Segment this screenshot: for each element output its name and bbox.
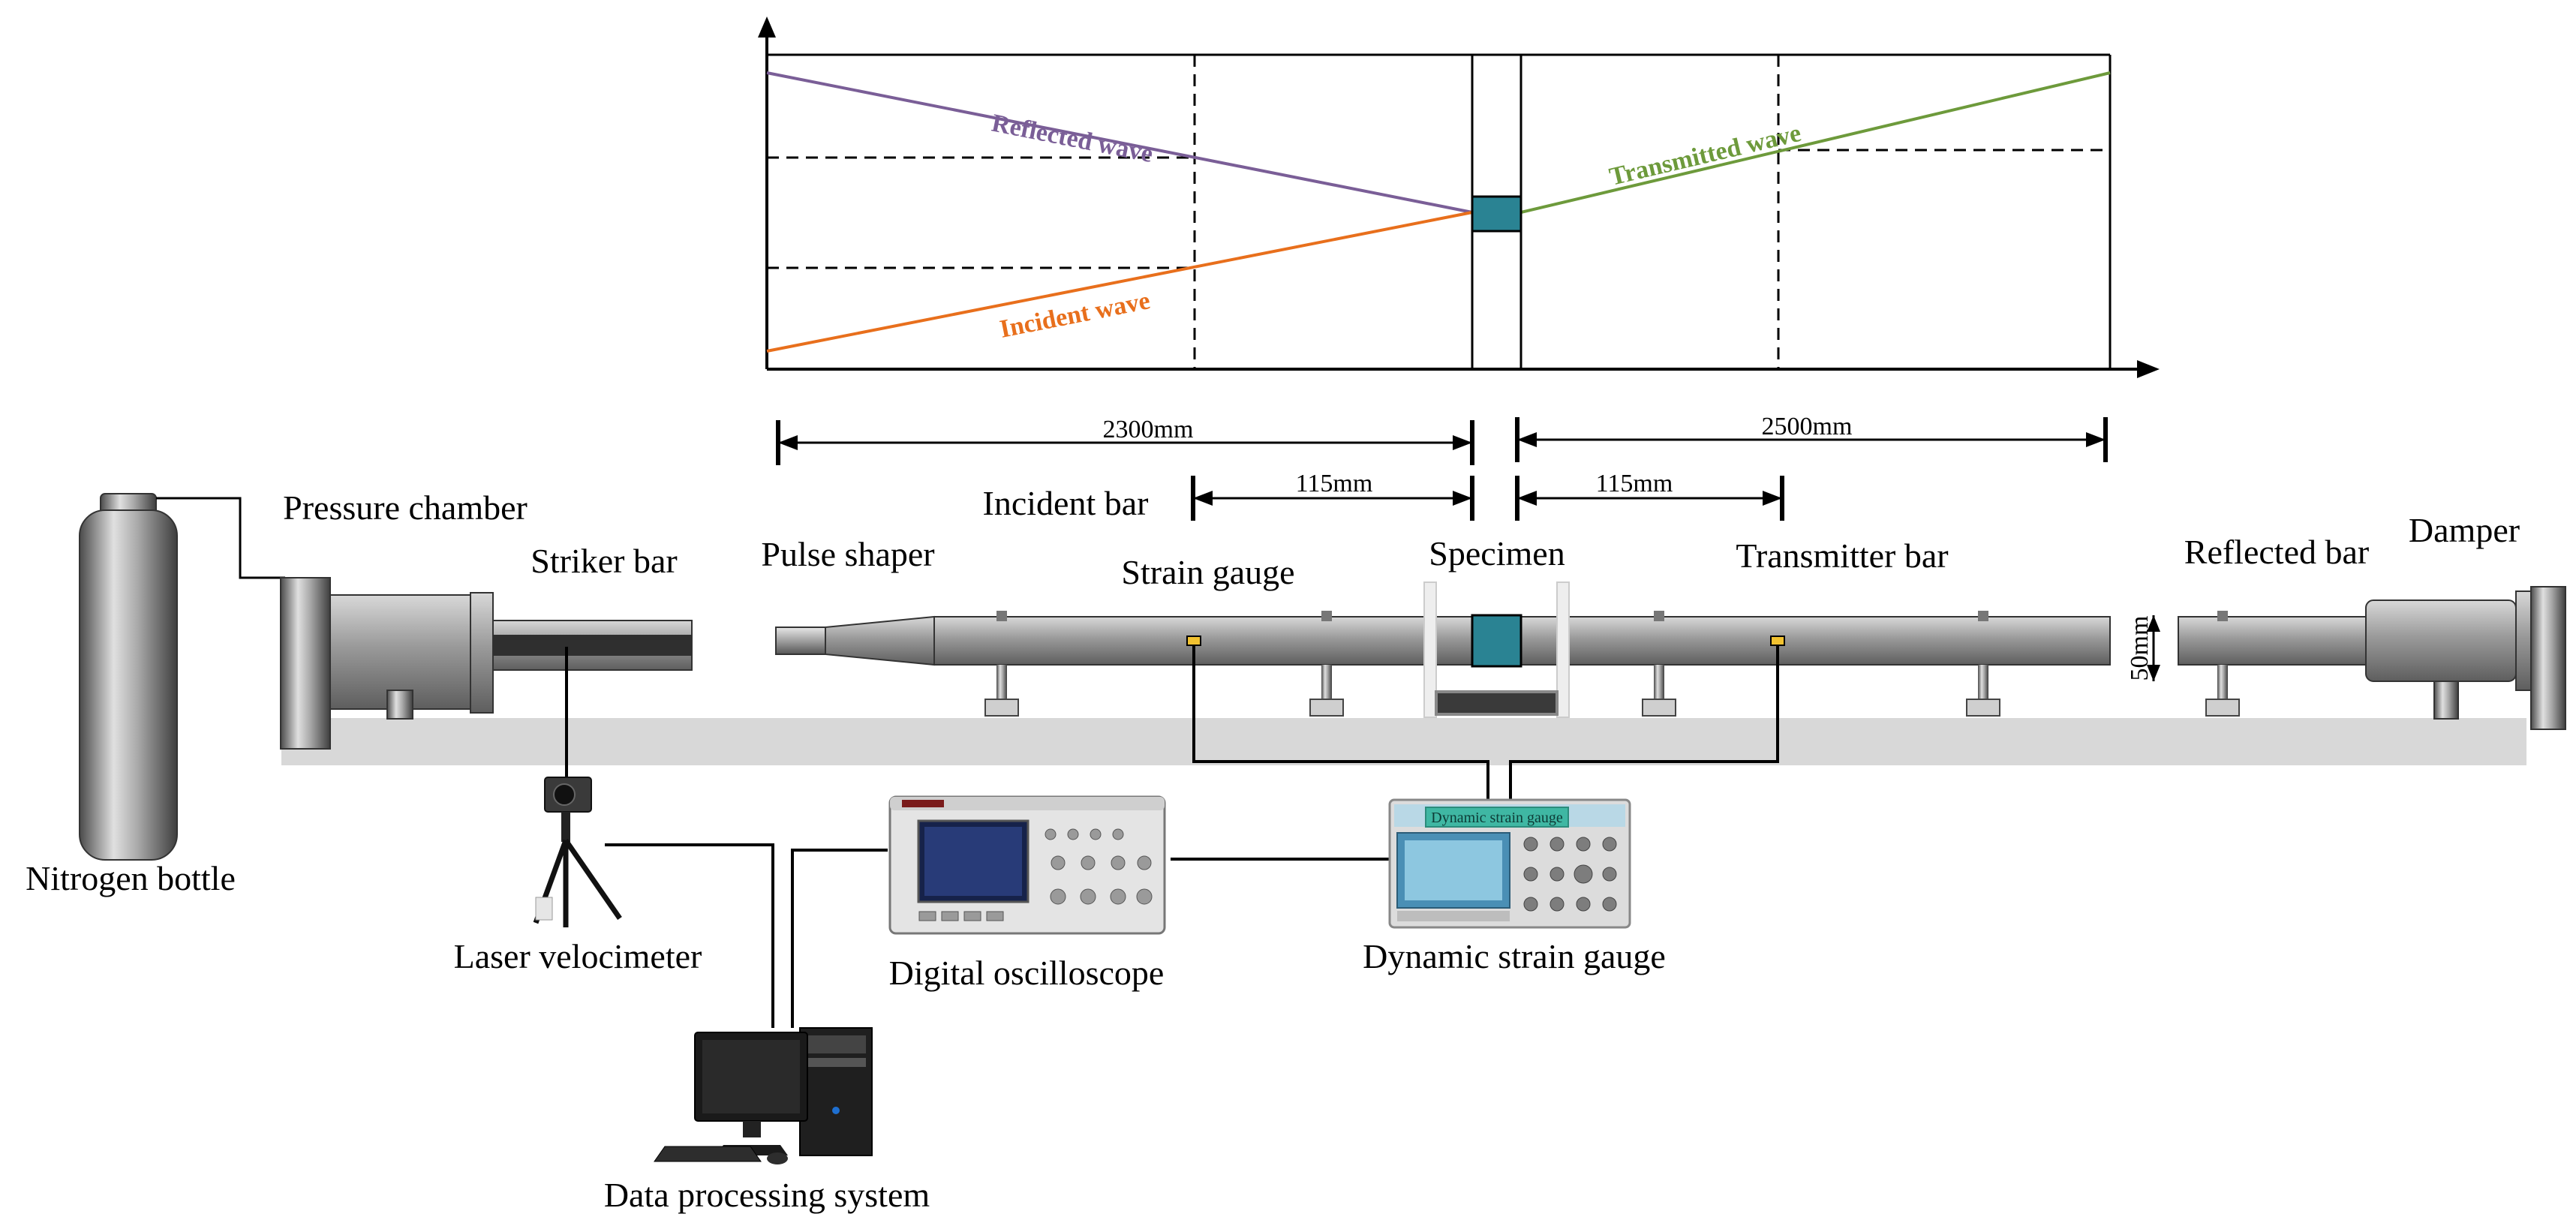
signal-wires	[565, 645, 1779, 1028]
dim-gauge-offset-incident-label: 115mm	[1296, 470, 1373, 497]
x-axis-arrowhead	[2137, 360, 2160, 378]
nitrogen-bottle: Nitrogen bottle	[26, 493, 236, 897]
digital-oscilloscope: Digital oscilloscope	[888, 795, 1166, 992]
damper-label: Damper	[2409, 511, 2520, 549]
wire-velocimeter-computer	[605, 843, 774, 1028]
incident-bar: Incident bar	[933, 484, 1473, 666]
reflected-bar: Reflected bar	[2178, 533, 2369, 666]
support	[1966, 611, 2000, 717]
support	[1642, 611, 1676, 717]
specimen-marker	[1471, 195, 1522, 233]
digital-oscilloscope-label: Digital oscilloscope	[889, 954, 1165, 992]
striker-bar-label: Striker bar	[531, 542, 677, 580]
dim-incident-length-label: 2300mm	[1103, 416, 1194, 443]
wire-oscilloscope-computer	[791, 849, 888, 1028]
strain-gauge-transmitter	[1770, 636, 1785, 646]
y-axis-arrowhead	[758, 17, 776, 38]
pulse-shaper: Pulse shaper	[761, 535, 935, 666]
specimen-label: Specimen	[1429, 534, 1565, 572]
bar-supports	[984, 611, 2240, 717]
base-platform	[281, 718, 2526, 765]
data-processing-system: Data processing system	[604, 1027, 930, 1214]
dsg-screen-label: Dynamic strain gauge	[1431, 810, 1563, 826]
transmitter-bar: Transmitter bar	[1520, 536, 2111, 666]
reflected-wave-label: Reflected wave	[989, 110, 1155, 169]
damper: Damper	[2365, 511, 2566, 730]
incident-wave-line	[766, 211, 1473, 353]
dim-transmitter-length-label: 2500mm	[1762, 413, 1853, 440]
laser-velocimeter-label: Laser velocimeter	[454, 937, 702, 975]
dynamic-strain-gauge-label: Dynamic strain gauge	[1363, 937, 1666, 975]
incident-bar-label: Incident bar	[983, 484, 1149, 522]
dim-bar-diameter-label: 50mm	[2126, 616, 2154, 681]
reflected-bar-label: Reflected bar	[2184, 533, 2369, 571]
laser-velocimeter: Laser velocimeter	[454, 777, 702, 975]
pressure-chamber-label: Pressure chamber	[283, 488, 528, 527]
wave-propagation-diagram: Reflected wave Incident wave Transmitted…	[758, 17, 2160, 378]
support	[2205, 611, 2240, 717]
nitrogen-bottle-label: Nitrogen bottle	[26, 859, 236, 897]
wire-incident-gauge	[1192, 645, 1489, 800]
striker-bar: Striker bar	[492, 542, 693, 671]
dynamic-strain-gauge: Dynamic strain gauge Dynamic strain gaug…	[1363, 798, 1666, 975]
strain-gauge-label: Strain gauge	[1121, 553, 1294, 591]
wire-transmitter-gauge	[1509, 645, 1779, 800]
reflected-wave-line	[766, 71, 1473, 214]
support	[1309, 611, 1344, 717]
incident-wave-label: Incident wave	[997, 287, 1152, 344]
pressure-chamber: Pressure chamber	[280, 488, 528, 750]
transmitter-bar-label: Transmitter bar	[1736, 536, 1948, 575]
transmitted-wave-label: Transmitted wave	[1607, 119, 1803, 191]
support	[984, 611, 1019, 717]
transmitted-wave-line	[1520, 71, 2111, 214]
dim-gauge-offset-transmitter-label: 115mm	[1596, 470, 1673, 497]
dimension-annotations: 2300mm 2500mm 115mm 115mm 50mm	[776, 413, 2160, 681]
pulse-shaper-label: Pulse shaper	[761, 535, 934, 573]
strain-gauge-incident	[1186, 636, 1201, 646]
gas-pipe	[156, 497, 285, 579]
specimen: Specimen	[1423, 534, 1570, 718]
data-processing-system-label: Data processing system	[604, 1176, 930, 1214]
